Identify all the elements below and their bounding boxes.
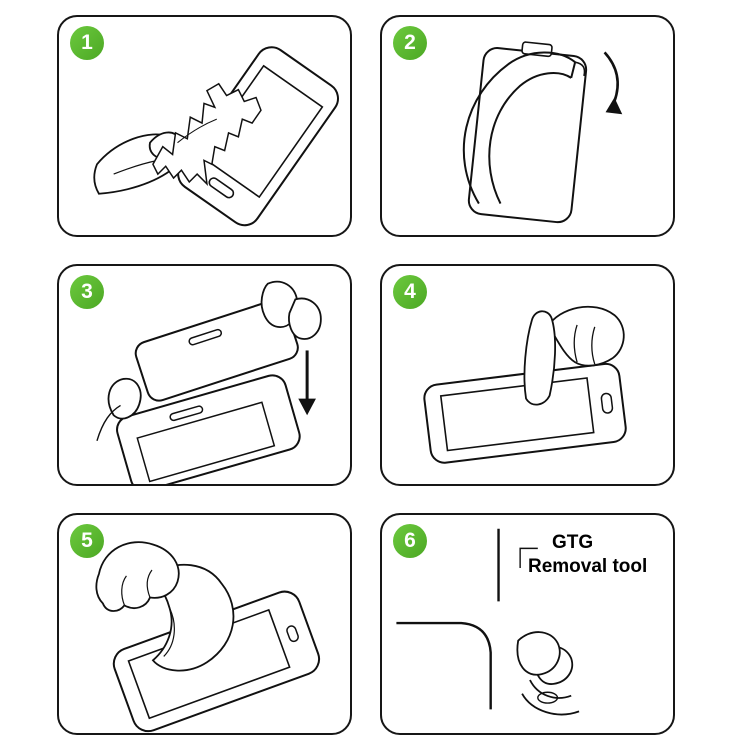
peeling-film — [464, 52, 585, 203]
peel-protective-film-icon — [382, 17, 623, 235]
step-number-badge: 5 — [70, 524, 104, 558]
holding-fingers — [262, 282, 321, 339]
screen-protector — [467, 38, 588, 224]
down-arrow — [298, 350, 316, 416]
phone-outline — [423, 362, 628, 464]
left-hand — [97, 379, 141, 441]
pressing-hand — [524, 307, 623, 405]
clean-screen-with-cloth-icon — [59, 17, 350, 235]
step-panel-3: 3 — [57, 264, 352, 486]
hand — [96, 542, 178, 611]
cleaning-cloth — [153, 84, 261, 184]
step-panel-4: 4 — [380, 264, 675, 486]
step-panel-2: 2 — [380, 15, 675, 237]
removal-tool-label-line2: Removal tool — [528, 556, 648, 577]
press-screen-center-icon — [382, 266, 673, 484]
label-pointer-line — [520, 548, 538, 568]
step-number-badge: 2 — [393, 26, 427, 60]
align-glass-over-phone-icon — [59, 266, 350, 484]
finger-tips — [522, 680, 579, 714]
smooth-out-bubbles-icon — [59, 515, 350, 733]
steps-grid: 1 — [57, 15, 675, 735]
pick-tool — [517, 632, 572, 684]
corner-removal-tool-icon — [382, 515, 673, 733]
phone-outline — [114, 372, 303, 484]
step-number-badge: 4 — [393, 275, 427, 309]
step-panel-5: 5 — [57, 513, 352, 735]
wiping-cloth — [153, 565, 234, 671]
step-panel-6: 6 GTG Removal tool — [380, 513, 675, 735]
step-number-badge: 1 — [70, 26, 104, 60]
down-arrow — [605, 52, 623, 115]
screen-corner-edge — [396, 529, 498, 710]
removal-tool-label: GTG Removal tool — [528, 531, 647, 579]
removal-tool-label-line1: GTG — [552, 532, 594, 553]
step-number-badge: 6 — [393, 524, 427, 558]
step-number-badge: 3 — [70, 275, 104, 309]
step-panel-1: 1 — [57, 15, 352, 237]
